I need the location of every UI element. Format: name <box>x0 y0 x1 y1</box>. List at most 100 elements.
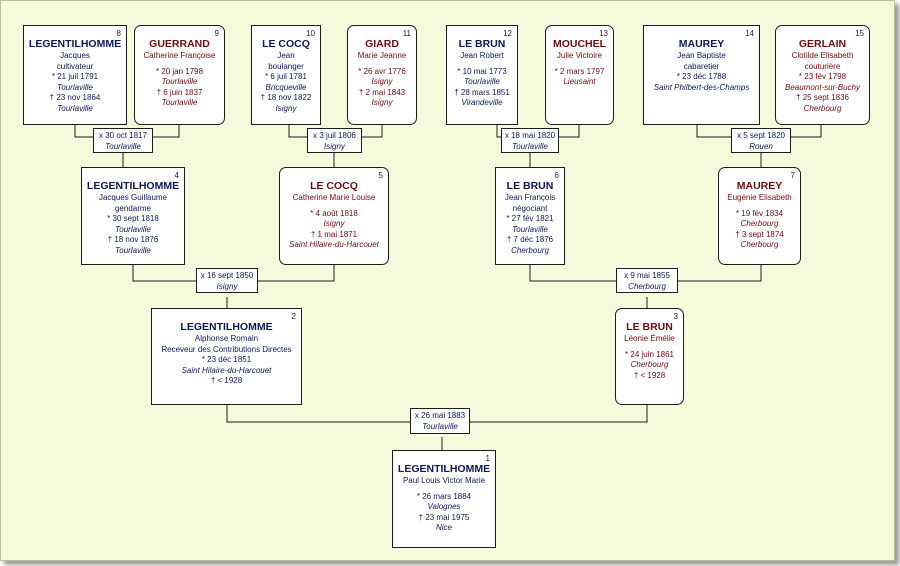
person-card[interactable]: 3 LE BRUN Léonie Émélie * 24 juin 1861 C… <box>615 308 684 405</box>
given-names: Alphonse Romain <box>194 334 259 343</box>
marriage-box[interactable]: x 30 oct 1817 Tourlaville <box>93 128 153 153</box>
birth-date: * 10 mai 1773 <box>457 66 507 76</box>
death-place: Cherbourg <box>511 245 549 255</box>
surname: LE BRUN <box>506 180 554 192</box>
death-place: Isigny <box>275 103 297 113</box>
occupation: gendarme <box>114 203 152 213</box>
person-card[interactable]: 6 LE BRUN Jean François négociant * 27 f… <box>495 167 565 265</box>
birth-place: Lieusaint <box>563 77 596 86</box>
marriage-date: x 9 mai 1855 <box>624 271 670 280</box>
occupation: boulanger <box>268 61 304 71</box>
marriage-place: Cherbourg <box>628 281 666 291</box>
surname: MAUREY <box>736 180 783 192</box>
birth-place: Cherbourg <box>740 219 779 228</box>
sosa-number: 1 <box>485 454 490 463</box>
given-names: Eugénie Elisabeth <box>727 193 792 202</box>
sosa-number: 10 <box>306 29 315 38</box>
marriage-box[interactable]: x 5 sept 1820 Rouen <box>731 128 791 153</box>
given-names: Catherine Françoise <box>143 51 216 60</box>
person-card[interactable]: 5 LE COCQ Catherine Marie Louise * 4 aoû… <box>279 167 389 265</box>
marriage-box[interactable]: x 3 juil 1806 Isigny <box>307 128 362 153</box>
birth-place: Tourlaville <box>512 224 548 234</box>
birth-place: Tourlaville <box>115 224 151 234</box>
person-card[interactable]: 15 GERLAIN Clotilde Elisabeth couturière… <box>775 25 870 125</box>
birth-date: * 4 août 1818 <box>310 208 358 218</box>
birth-place: Saint Philbert-des-Champs <box>653 82 750 92</box>
death-date: † 23 mai 1975 <box>418 512 470 522</box>
death-place: Isigny <box>371 98 393 107</box>
marriage-box[interactable]: x 9 mai 1855 Cherbourg <box>616 268 678 293</box>
given-names: Jean Baptiste <box>677 51 726 60</box>
birth-place: Bricqueville <box>265 82 307 92</box>
given-names: Jean François <box>504 193 556 202</box>
person-card[interactable]: 7 MAUREY Eugénie Elisabeth * 19 fév 1834… <box>718 167 801 265</box>
occupation: cultivateur <box>56 61 94 71</box>
death-date: † < 1928 <box>633 370 666 380</box>
marriage-date: x 26 mai 1883 <box>414 411 466 420</box>
surname: GUERRAND <box>149 38 210 50</box>
sosa-number: 7 <box>790 171 795 180</box>
death-place: Cherbourg <box>740 240 779 249</box>
birth-place: Tourlaville <box>464 77 500 86</box>
birth-date: * 27 fév 1821 <box>506 214 554 223</box>
given-names: Léonie Émélie <box>624 334 675 343</box>
birth-date: * 30 sept 1818 <box>107 214 159 223</box>
birth-date: * 23 fév 1798 <box>798 72 847 81</box>
marriage-date: x 18 mai 1820 <box>504 131 556 140</box>
surname: LE BRUN <box>626 321 673 333</box>
sosa-number: 9 <box>214 29 219 38</box>
marriage-date: x 3 juil 1806 <box>313 131 356 140</box>
marriage-date: x 5 sept 1820 <box>736 131 786 140</box>
birth-place: Saint Hilaire-du-Harcouet <box>181 365 272 375</box>
surname: LEGENTILHOMME <box>397 463 491 475</box>
marriage-box[interactable]: x 18 mai 1820 Tourlaville <box>501 128 559 153</box>
birth-date: * 23 déc 1851 <box>201 355 252 364</box>
person-card[interactable]: 11 GIARD Marie Jeanne * 26 avr 1776 Isig… <box>347 25 417 125</box>
person-card[interactable]: 4 LEGENTILHOMME Jacques Guillaume gendar… <box>81 167 185 265</box>
person-card[interactable]: 9 GUERRAND Catherine Françoise * 20 jan … <box>134 25 225 125</box>
marriage-place: Tourlaville <box>105 141 141 151</box>
surname: LE COCQ <box>262 38 310 50</box>
given-names: Jean <box>277 51 295 60</box>
sosa-number: 4 <box>174 171 179 180</box>
surname: MOUCHEL <box>552 38 607 50</box>
surname: LE COCQ <box>310 180 358 192</box>
marriage-place: Tourlaville <box>512 141 548 151</box>
given-names: Jacques <box>60 51 90 60</box>
death-place: Nice <box>435 523 452 532</box>
given-names: Clotilde Elisabeth <box>791 51 854 60</box>
person-card[interactable]: 12 LE BRUN Jean Robert * 10 mai 1773 Tou… <box>446 25 518 125</box>
surname: GIARD <box>365 38 399 50</box>
marriage-place: Isigny <box>216 281 238 291</box>
person-card[interactable]: 8 LEGENTILHOMME Jacques cultivateur * 21… <box>23 25 127 125</box>
person-card[interactable]: 14 MAUREY Jean Baptiste cabaretier * 23 … <box>643 25 760 125</box>
marriage-box[interactable]: x 16 sept 1850 Isigny <box>196 268 258 293</box>
surname: LE BRUN <box>458 38 506 50</box>
given-names: Marie Jeanne <box>357 51 407 60</box>
surname: LEGENTILHOMME <box>28 38 122 50</box>
person-card[interactable]: 10 LE COCQ Jean boulanger * 6 juil 1781 … <box>251 25 321 125</box>
sosa-number: 5 <box>378 171 383 180</box>
sosa-number: 12 <box>503 29 512 38</box>
given-names: Paul Louis Victor Marie <box>402 476 486 485</box>
marriage-box[interactable]: x 26 mai 1883 Tourlaville <box>410 408 470 434</box>
death-place: Tourlaville <box>115 245 151 255</box>
sosa-number: 15 <box>855 29 864 38</box>
person-card[interactable]: 1 LEGENTILHOMME Paul Louis Victor Marie … <box>392 450 496 548</box>
marriage-date: x 30 oct 1817 <box>98 131 148 140</box>
death-place: Cherbourg <box>803 103 842 113</box>
death-date: † 25 sept 1836 <box>796 93 849 102</box>
sosa-number: 14 <box>745 29 754 38</box>
death-date: † 1 mai 1871 <box>310 229 358 239</box>
birth-date: * 26 avr 1776 <box>358 66 406 76</box>
sosa-number: 8 <box>116 29 121 38</box>
sosa-number: 11 <box>402 29 411 38</box>
birth-place: Tourlaville <box>161 77 198 86</box>
death-date: † 23 nov 1864 <box>49 93 101 102</box>
death-date: † 2 mai 1843 <box>358 87 406 97</box>
person-card[interactable]: 13 MOUCHEL Julie Victoire * 2 mars 1797 … <box>545 25 614 125</box>
occupation: Receveur des Contributions Directes <box>161 344 292 354</box>
sosa-number: 2 <box>291 312 296 321</box>
person-card[interactable]: 2 LEGENTILHOMME Alphonse Romain Receveur… <box>151 308 302 405</box>
